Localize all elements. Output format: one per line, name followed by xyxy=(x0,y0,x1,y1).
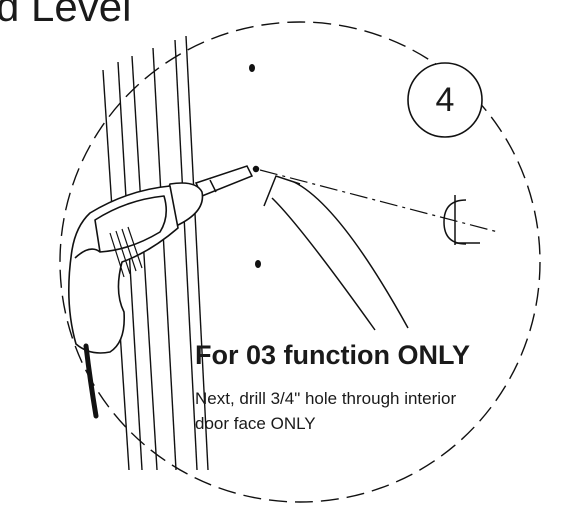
step-number: 4 xyxy=(435,80,455,119)
centerline-symbol xyxy=(443,195,480,245)
callout-title: For 03 function ONLY xyxy=(195,340,471,370)
instruction-line-1: Next, drill 3/4" hole through interior xyxy=(195,389,457,408)
upper-hole-mark xyxy=(249,64,255,72)
callout-instructions: Next, drill 3/4" hole through interior d… xyxy=(195,386,563,436)
step-circle xyxy=(407,62,483,138)
instruction-line-2: door face ONLY xyxy=(195,414,316,433)
page-title-fragment: d Level xyxy=(0,0,132,30)
power-cord xyxy=(83,343,99,419)
drill-icon xyxy=(68,182,204,354)
detail-view-circle xyxy=(59,21,541,503)
centerline xyxy=(259,169,499,233)
drill-bit xyxy=(194,165,260,197)
lower-hole-mark xyxy=(255,260,261,268)
curved-arrow-icon xyxy=(263,175,409,331)
